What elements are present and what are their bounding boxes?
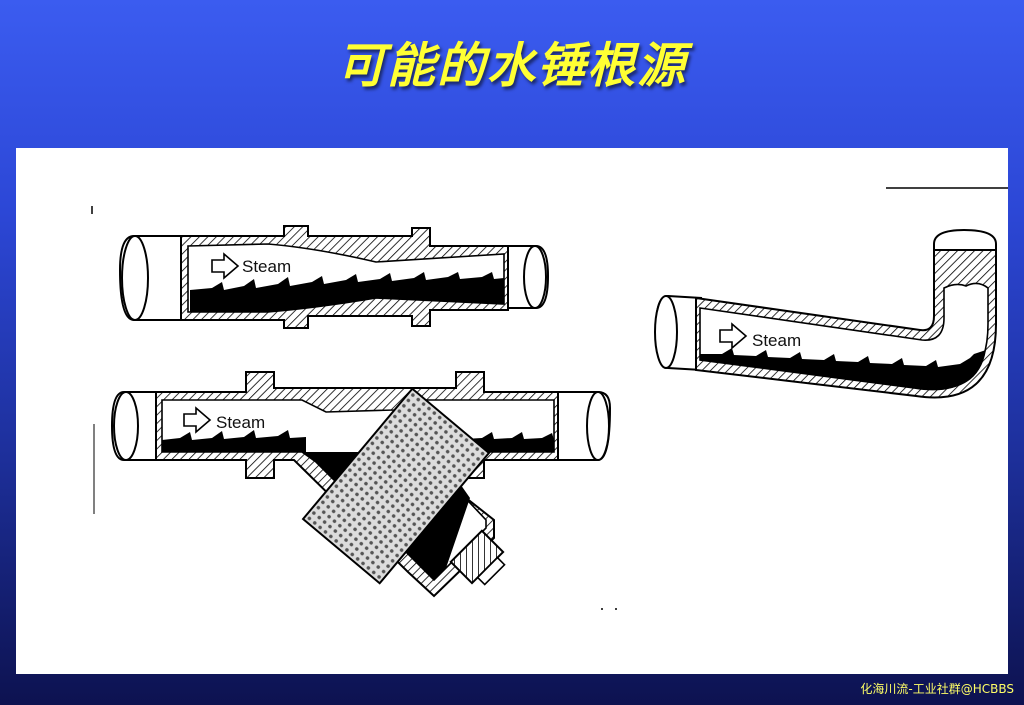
watermark: 化海川流-工业社群@HCBBS [860, 682, 1014, 696]
pipe-3-steam-label: Steam [752, 331, 801, 350]
pipe-2-steam-label: Steam [216, 413, 265, 432]
pipe-reducer: Steam [118, 225, 550, 329]
pipe-elbow-riser: Steam [654, 228, 997, 399]
water-hammer-diagram: Steam [91, 187, 1008, 610]
slide-title: 可能的水锤根源 [336, 38, 687, 94]
pipe-1-steam-label: Steam [242, 257, 291, 276]
diagram-panel: Steam [16, 148, 1008, 674]
pipe-strainer: Steam [110, 371, 612, 598]
